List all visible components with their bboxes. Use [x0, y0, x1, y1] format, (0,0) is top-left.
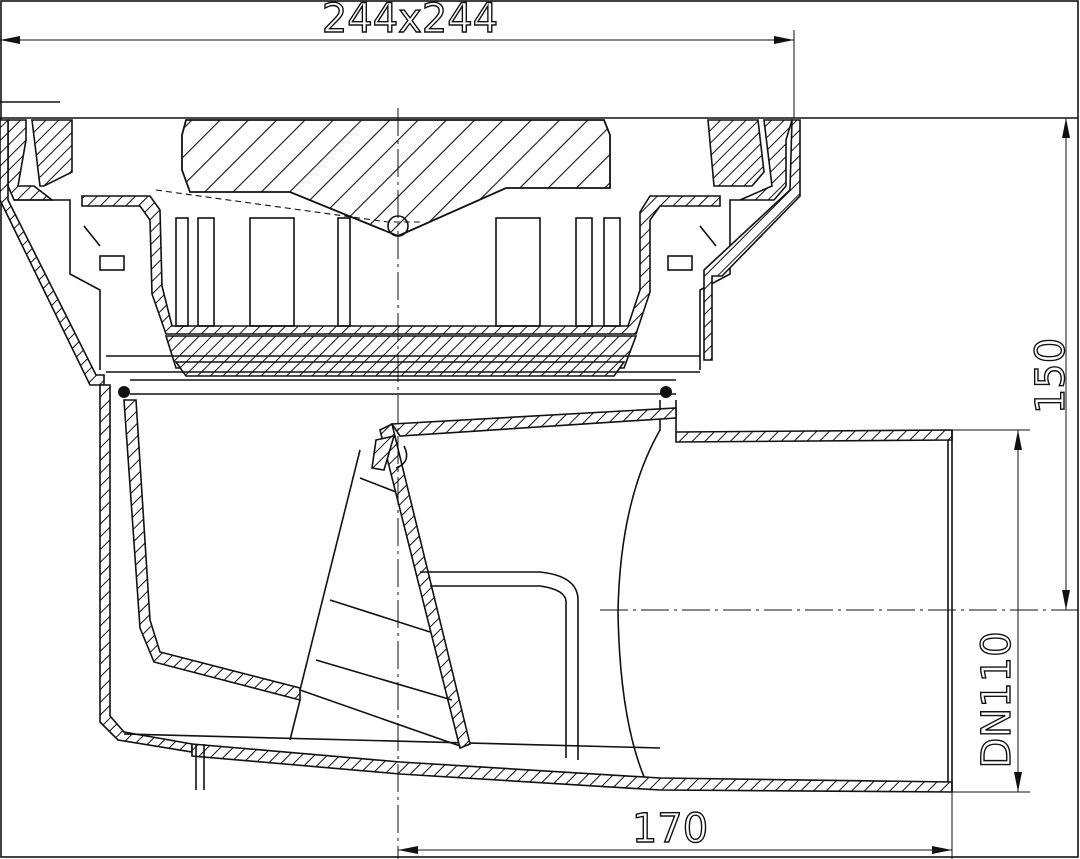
- dimension-outlet: DN110: [952, 429, 1030, 793]
- outlet-pipe: [675, 429, 953, 792]
- seal-ring-right: [660, 386, 672, 398]
- sediment-basket: [81, 189, 721, 335]
- dimension-top-width: 244x244: [0, 0, 795, 118]
- dimension-offset-label: 170: [632, 806, 708, 852]
- odour-trap-flap: [289, 407, 677, 760]
- dimension-offset: 170: [398, 792, 953, 859]
- drain-body-lower: [99, 384, 953, 793]
- dimension-top-width-label: 244x244: [322, 0, 498, 42]
- intermediate-ring: [106, 335, 700, 398]
- dimension-outlet-label: DN110: [974, 631, 1020, 768]
- dimension-height: 150: [1027, 118, 1075, 610]
- grate-frame: [7, 119, 794, 237]
- drain-body-outer: [0, 119, 801, 386]
- seal-ring-left: [118, 386, 130, 398]
- dimension-height-label: 150: [1028, 338, 1074, 414]
